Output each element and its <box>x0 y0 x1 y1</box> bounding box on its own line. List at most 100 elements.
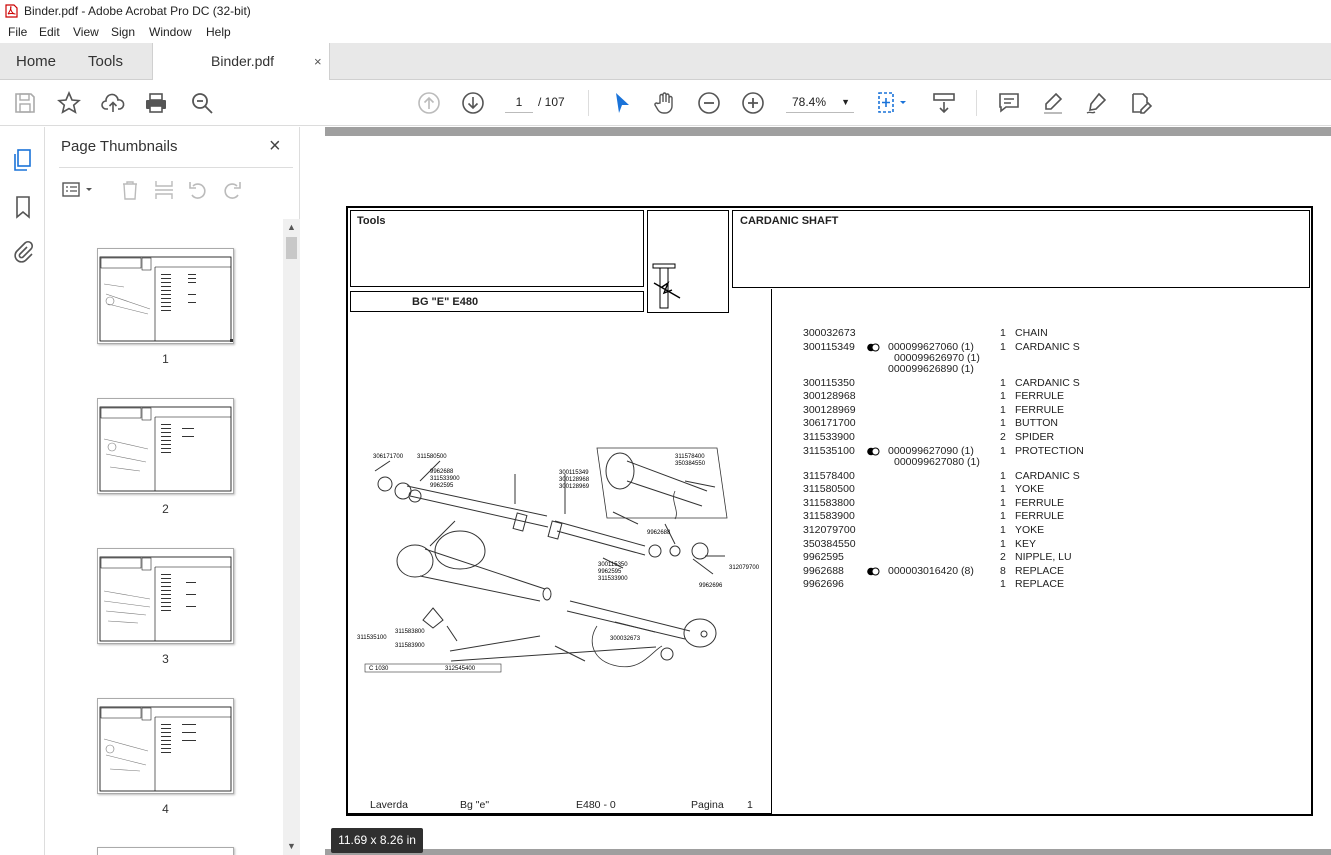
upload-cloud-icon[interactable] <box>101 91 125 115</box>
part-description: CHAIN <box>1015 327 1048 339</box>
document-viewer[interactable]: Tools BG "E" E480 CARDANIC SHAFT <box>309 127 1331 855</box>
chevron-down-icon: ▼ <box>841 97 850 107</box>
footer-line <box>346 813 772 814</box>
panel-title: Page Thumbnails <box>61 138 178 155</box>
diagram-label: 311583800 <box>395 629 425 635</box>
print-icon[interactable] <box>144 91 168 115</box>
bookmark-star-icon[interactable] <box>57 90 81 115</box>
part-description: REPLACE <box>1015 578 1065 591</box>
part-quantity: 8 <box>1000 564 1006 577</box>
page-number-input[interactable]: 1 <box>505 91 533 113</box>
zoom-level-select[interactable]: 78.4% ▼ <box>786 91 854 113</box>
part-code: 300115350 <box>803 376 855 389</box>
alternative-part-icon <box>867 447 880 456</box>
delete-page-icon[interactable] <box>119 179 141 206</box>
menu-help[interactable]: Help <box>206 25 231 39</box>
toolbar-divider <box>588 90 589 116</box>
menu-file[interactable]: File <box>8 25 28 39</box>
part-description: NIPPLE, LU <box>1015 551 1072 564</box>
menu-sign[interactable]: Sign <box>111 25 136 39</box>
thumbnail-preview <box>99 556 232 642</box>
tab-tools[interactable]: Tools <box>88 53 124 70</box>
footer-model: Bg "e" <box>460 799 490 811</box>
part-description: CARDANIC S <box>1015 376 1080 389</box>
scroll-mode-icon[interactable] <box>932 91 956 115</box>
diagram-label: 306171700 <box>373 454 404 460</box>
part-description: YOKE <box>1015 524 1045 536</box>
next-page-icon[interactable] <box>461 91 485 115</box>
diagram-label: 350384550 <box>675 461 706 467</box>
fit-page-icon[interactable] <box>876 91 912 115</box>
bookmark-icon[interactable] <box>11 195 35 219</box>
part-description: YOKE <box>1015 483 1045 496</box>
rotate-right-icon[interactable] <box>221 179 243 206</box>
menu-bar: File Edit View Sign Window Help <box>0 23 1331 43</box>
thumbnail-label: 2 <box>162 502 169 516</box>
part-code: 311578400 <box>803 469 855 482</box>
part-description: PROTECTION <box>1015 444 1084 457</box>
part-quantity: 1 <box>1000 403 1006 416</box>
comment-icon[interactable] <box>997 91 1021 115</box>
tab-document[interactable]: Binder.pdf × <box>152 43 330 81</box>
part-quantity: 1 <box>1000 444 1006 457</box>
part-code: 9962696 <box>803 578 844 591</box>
scroll-up-icon[interactable]: ▲ <box>287 222 296 232</box>
thumbnail-page-2[interactable] <box>97 398 234 494</box>
part-code: 311580500 <box>803 483 855 496</box>
diagram-label: 311578400 <box>675 454 705 460</box>
header-tools-box <box>350 210 644 287</box>
title-bar: Binder.pdf - Adobe Acrobat Pro DC (32-bi… <box>0 0 1331 23</box>
hand-tool-icon[interactable] <box>653 91 677 115</box>
zoom-out-icon[interactable] <box>697 91 721 115</box>
thumbnail-page-4[interactable] <box>97 698 234 794</box>
header-title-label: CARDANIC SHAFT <box>740 215 839 227</box>
part-code: 9962595 <box>803 551 844 564</box>
diagram-label: 300128968 <box>559 477 590 483</box>
tab-close-icon[interactable]: × <box>314 54 322 69</box>
part-code: 300032673 <box>803 327 856 339</box>
tab-home[interactable]: Home <box>16 53 57 70</box>
part-quantity: 1 <box>1000 537 1006 550</box>
attachment-icon[interactable] <box>11 240 35 264</box>
rotate-left-icon[interactable] <box>187 179 209 206</box>
thumbnail-options-icon[interactable] <box>61 179 97 206</box>
previous-page-edge <box>325 127 1331 136</box>
edit-document-icon[interactable] <box>1129 91 1153 115</box>
part-code: 300128968 <box>803 390 856 403</box>
footer-page-label: Pagina <box>691 799 724 811</box>
main-toolbar: 1 / 107 78.4% ▼ <box>0 80 1331 126</box>
sign-pen-icon[interactable] <box>1085 91 1109 115</box>
thumbnail-page-5[interactable] <box>97 847 234 855</box>
part-description: FERRULE <box>1015 496 1065 509</box>
panel-close-icon[interactable]: × <box>269 135 281 157</box>
scrollbar-thumb[interactable] <box>286 237 297 259</box>
thumbnail-page-3[interactable] <box>97 548 234 644</box>
part-code: 311533900 <box>803 431 855 443</box>
menu-window[interactable]: Window <box>149 25 192 39</box>
scroll-down-icon[interactable]: ▼ <box>287 841 296 851</box>
page-thumbnails-icon[interactable] <box>11 148 35 172</box>
extract-page-icon[interactable] <box>153 179 175 206</box>
select-cursor-icon[interactable] <box>610 91 634 115</box>
menu-edit[interactable]: Edit <box>39 25 60 39</box>
thumbnail-scrollbar[interactable]: ▲ ▼ <box>283 219 300 855</box>
highlight-pen-icon[interactable] <box>1041 91 1065 115</box>
menu-view[interactable]: View <box>73 25 99 39</box>
previous-page-icon[interactable] <box>417 91 441 115</box>
footer-brand: Laverda <box>370 799 408 811</box>
zoom-search-icon[interactable] <box>190 91 214 115</box>
thumbnail-page-1[interactable] <box>97 248 234 344</box>
zoom-in-icon[interactable] <box>741 91 765 115</box>
part-code: 300115349 <box>803 340 855 353</box>
thumbnails-panel: Page Thumbnails × 1 2 3 4 ▲ ▼ <box>45 127 300 855</box>
header-tools-label: Tools <box>357 215 386 227</box>
part-description: FERRULE <box>1015 403 1065 416</box>
part-quantity: 1 <box>1000 524 1006 536</box>
save-icon[interactable] <box>13 91 37 115</box>
